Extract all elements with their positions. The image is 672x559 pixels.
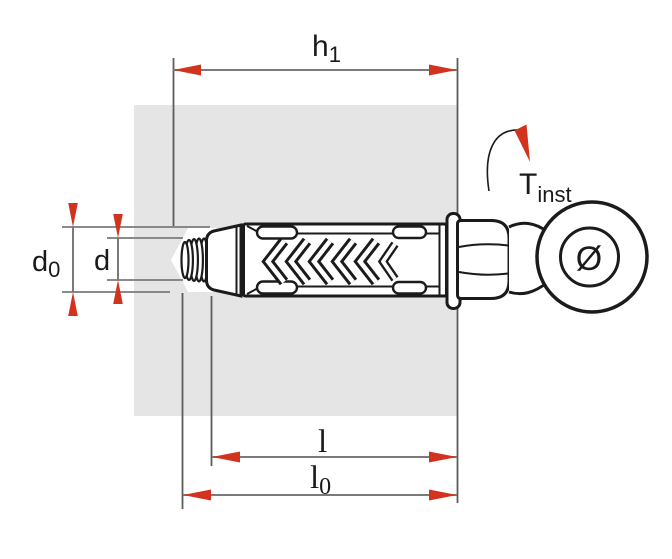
torque-arrow-arc [486,129,520,192]
arrowhead-l-left [212,451,240,463]
anchor-assembly: Ø [180,200,649,314]
chevron-inner [334,239,355,284]
chevron-inner [357,239,378,284]
torque-annotation: Tinst [486,124,572,207]
arrowhead-h1-left [173,64,201,76]
arrowhead-d0-bottom [68,292,78,316]
nut-facet-top [458,243,509,248]
nut-facet-bottom [458,271,509,276]
chevron-inner [265,239,286,284]
label-eye-diameter: Ø [576,240,602,278]
sleeve-slot-top-left [255,225,299,240]
dimension-h1: h1 [173,30,457,76]
hex-nut [456,219,511,300]
label-d0: d0 [32,246,60,282]
chevron-inner [380,242,397,281]
arrowhead-d-top [113,214,123,238]
sleeve-slot-top-right [391,225,428,240]
label-d: d [94,245,110,277]
torque-arrowhead [514,124,530,162]
sleeve-slot-bottom-right [391,280,428,295]
label-tinst: Tinst [519,168,572,207]
label-l: l [318,424,327,460]
chevron-inner [288,239,309,284]
arrowhead-l0-right [429,489,457,501]
arrowhead-d0-top [68,203,78,227]
threaded-tip [180,237,210,283]
eye-ring-inner [559,226,620,288]
arrowhead-l-right [429,451,457,463]
chevron-inner [311,239,332,284]
label-h1: h1 [312,30,341,67]
thread-ridge [180,240,190,280]
expansion-chevrons [261,237,399,286]
expansion-cone [205,223,243,298]
label-l0: l0 [310,460,331,500]
arrowhead-l0-left [183,489,211,501]
arrowhead-h1-right [429,64,457,76]
dimension-l: l [212,424,457,463]
sleeve-slot-bottom-left [255,280,299,295]
dimension-d: d [94,214,183,304]
arrowhead-d-bottom [113,280,123,304]
dimension-l0: l0 [183,460,457,501]
